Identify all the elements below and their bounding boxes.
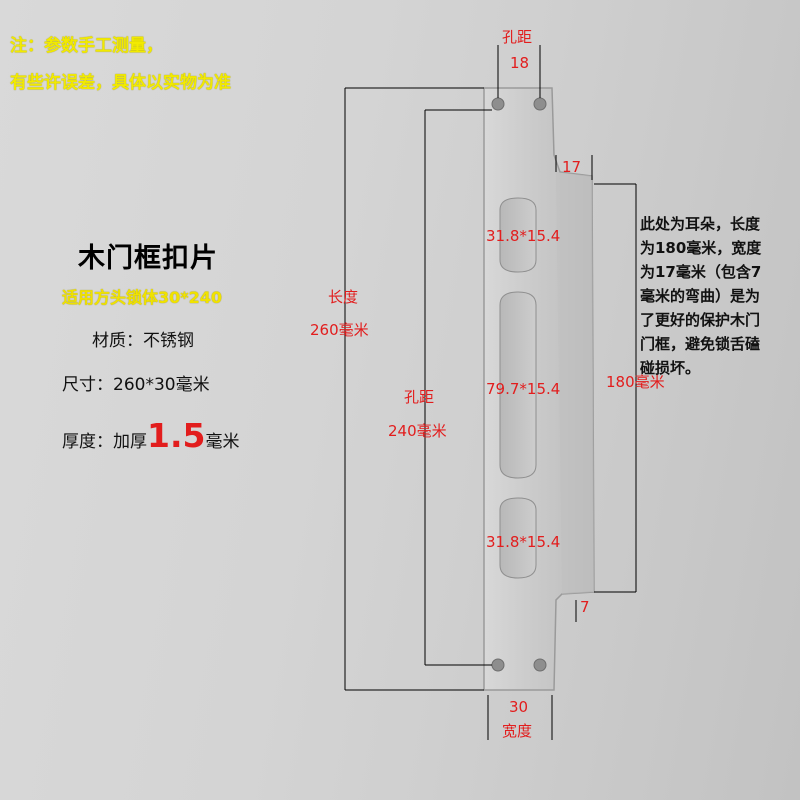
width-label: 宽度 [502,722,533,740]
plate-ear-fold [556,172,594,594]
screw-hole [491,658,505,672]
slot-bottom [499,497,537,579]
hole-span-value: 240毫米 [388,422,447,440]
screw-hole [533,97,547,111]
measurement-note-line1: 注：参数手工测量， [10,36,163,56]
length-label: 长度 [328,288,359,306]
slot-middle [499,291,537,479]
slot-middle-size: 79.7*15.4 [486,380,561,398]
length-value: 260毫米 [310,321,369,339]
ear-explanation-line: 毫米的弯曲）是为 [640,287,761,305]
width-value: 30 [509,698,529,716]
thickness-value: 1.5 [147,416,206,455]
slot-bottom-size: 31.8*15.4 [486,533,561,551]
slot-top-size: 31.8*15.4 [486,227,561,245]
top-hole-value: 18 [510,54,530,72]
product-title: 木门框扣片 [78,243,218,274]
ear-explanation-line: 碰损坏。 [640,359,701,377]
hole-span-label: 孔距 [404,388,435,406]
ear-explanation-line: 了更好的保护木门 [640,311,761,329]
thickness-spec: 厚度：加厚1.5毫米 [62,419,239,452]
measurement-note-line2: 有些许误差，具体以实物为准 [10,73,231,93]
ear-length-value: 180毫米 [606,373,665,391]
ear-width-value: 17 [562,158,582,176]
bend-value: 7 [580,598,590,616]
ear-explanation: 此处为耳朵，长度 为180毫米，宽度 为17毫米（包含7 毫米的弯曲）是为 了更… [640,212,798,380]
screw-hole [491,97,505,111]
screw-hole [533,658,547,672]
ear-explanation-line: 为180毫米，宽度 [640,239,762,257]
size-spec: 尺寸：260*30毫米 [62,375,210,395]
top-hole-label: 孔距 [502,28,533,46]
product-subtitle: 适用方头锁体30*240 [62,288,223,307]
ear-explanation-line: 为17毫米（包含7 [640,263,762,281]
slot-top [499,197,537,273]
thickness-prefix: 厚度：加厚 [62,432,147,452]
thickness-unit: 毫米 [205,432,240,452]
ear-explanation-line: 门框，避免锁舌磕 [640,335,761,353]
ear-explanation-line: 此处为耳朵，长度 [640,215,761,233]
material-spec: 材质：不锈钢 [92,331,194,351]
